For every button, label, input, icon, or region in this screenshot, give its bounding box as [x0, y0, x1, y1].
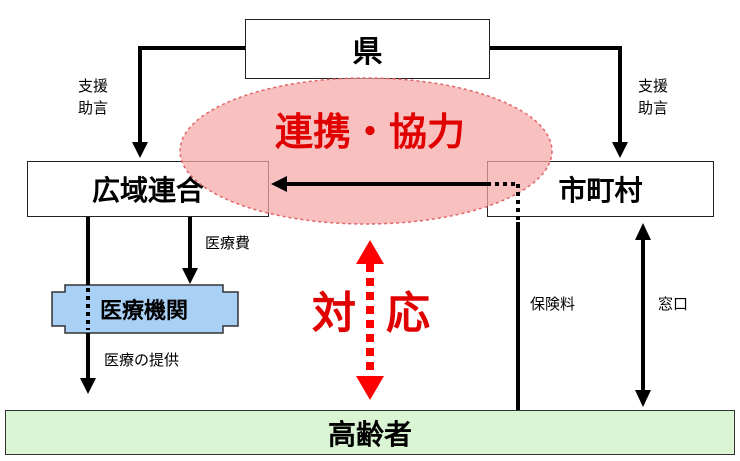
label-madoguchi: 窓口 [658, 295, 689, 313]
label-jogen-right: 助言 [638, 98, 669, 117]
node-shichoson-label: 市町村 [558, 174, 643, 207]
arrowhead-madoguchi-top [635, 223, 651, 240]
label-hokenryo: 保険料 [530, 295, 576, 313]
taiou-text-right: 応 [386, 288, 430, 339]
taiou-text-left: 対 [312, 288, 356, 339]
arrowhead-shichoson-to-kouiki [271, 176, 287, 192]
arrowhead-ken-to-kouiki [132, 142, 148, 158]
label-iryohi: 医療費 [205, 234, 251, 252]
cooperation-text: 連携・協力 [274, 109, 465, 154]
arrowhead-iryo-teikyo [80, 378, 96, 394]
red-arrowhead-top [356, 240, 384, 264]
arrow-ken-to-kouiki [138, 46, 245, 145]
arrowhead-madoguchi-bottom [635, 390, 651, 407]
label-shien-left: 支援 [78, 77, 109, 95]
node-kouiki-label: 広域連合 [91, 174, 204, 207]
node-iryo-kikan: 医療機関 [65, 285, 223, 333]
label-support-left: 支援 助言 [78, 76, 108, 120]
label-iryo-teikyo: 医療の提供 [104, 351, 180, 369]
node-koreisha: 高齢者 [5, 410, 735, 455]
red-arrowhead-bottom [356, 376, 384, 400]
label-support-right: 支援 助言 [638, 76, 668, 120]
arrow-ken-to-shichoson [490, 46, 622, 145]
arrowhead-ken-to-shichoson [612, 142, 628, 158]
label-shien-right: 支援 [638, 77, 669, 95]
label-jogen-left: 助言 [78, 98, 109, 117]
node-ken: 県 [245, 19, 490, 79]
arrowhead-iryohi [182, 268, 198, 284]
node-iryo-kikan-label: 医療機関 [99, 299, 188, 324]
node-ken-label: 県 [352, 35, 383, 70]
node-koreisha-label: 高齢者 [327, 417, 412, 451]
